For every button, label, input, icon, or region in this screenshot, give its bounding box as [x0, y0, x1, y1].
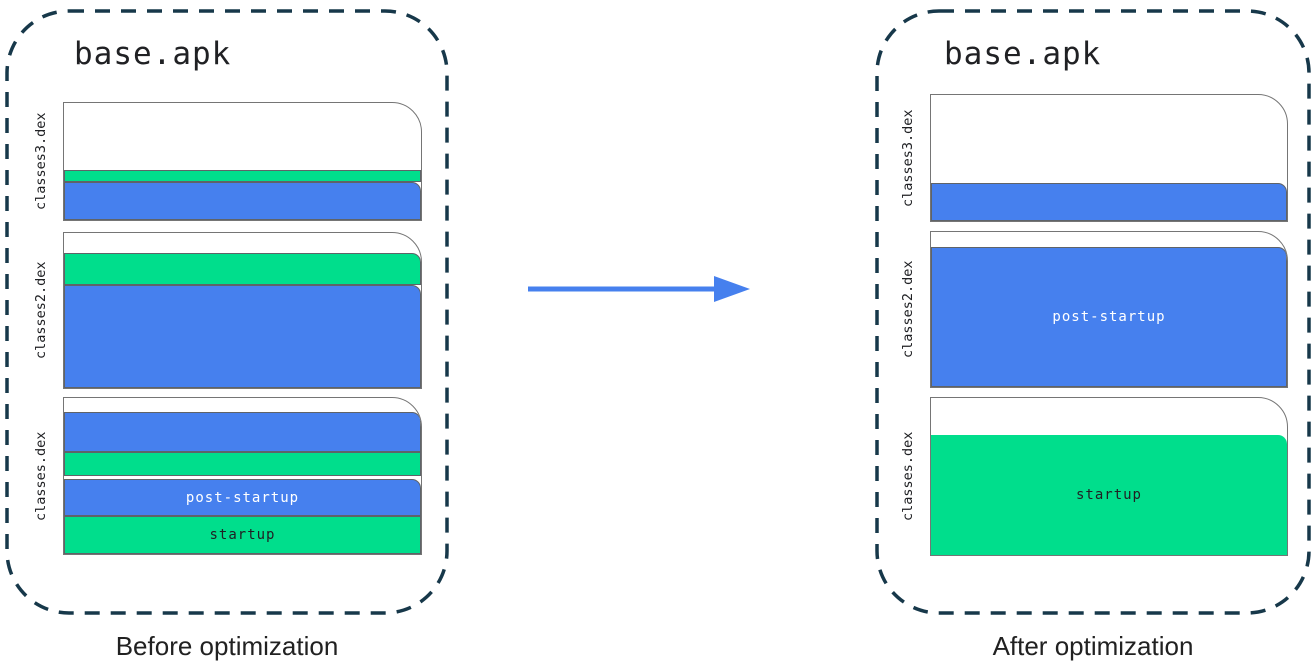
startup-segment — [64, 169, 421, 182]
dex-file: classes3.dex — [900, 94, 1288, 222]
dex-file-stack: classes3.dex classes2.dex classes.dex post-… — [33, 102, 422, 555]
dex-file-name: classes3.dex — [900, 109, 916, 207]
free-space-segment — [64, 103, 421, 170]
dex-file: classes2.dex post-startup — [900, 231, 1288, 388]
dex-file: classes2.dex — [33, 232, 422, 389]
startup-segment — [64, 452, 421, 476]
post-startup-segment — [931, 182, 1287, 221]
post-startup-segment — [64, 285, 421, 388]
free-space-segment — [931, 398, 1287, 435]
before-caption: Before optimization — [115, 631, 339, 661]
dex-file-page — [63, 102, 422, 221]
dex-file: classes3.dex — [33, 102, 422, 221]
apk-title: base.apk — [944, 36, 1102, 72]
free-space-segment — [64, 398, 421, 412]
after-caption: After optimization — [992, 631, 1194, 661]
free-space-segment — [64, 233, 421, 253]
dex-file-page — [63, 232, 422, 389]
startup-segment: startup — [931, 434, 1287, 555]
dex-file-page: post-startup — [930, 231, 1288, 388]
free-space-segment — [931, 232, 1287, 247]
dex-file-name: classes2.dex — [900, 260, 916, 359]
post-startup-segment — [64, 411, 421, 453]
dex-file-name: classes.dex — [33, 431, 49, 521]
post-startup-segment — [64, 181, 421, 220]
dex-file-page: startup — [930, 397, 1288, 556]
dex-file-name: classes2.dex — [33, 261, 49, 360]
post-startup-segment: post-startup — [931, 246, 1287, 387]
dex-file-page — [930, 94, 1288, 222]
after-panel: base.apk classes3.dex classes2.dex post-st… — [874, 8, 1312, 616]
startup-segment: startup — [64, 516, 421, 554]
post-startup-segment: post-startup — [64, 478, 421, 517]
free-space-segment — [931, 95, 1287, 183]
apk-title: base.apk — [74, 36, 232, 72]
startup-segment — [64, 252, 421, 286]
dex-file-name: classes.dex — [900, 431, 916, 522]
dex-file-name: classes3.dex — [33, 112, 49, 211]
dex-file: classes.dex startup — [900, 397, 1288, 556]
apk-dashed-border — [5, 9, 449, 615]
apk-dashed-border — [875, 9, 1311, 615]
transform-arrow — [528, 276, 750, 302]
